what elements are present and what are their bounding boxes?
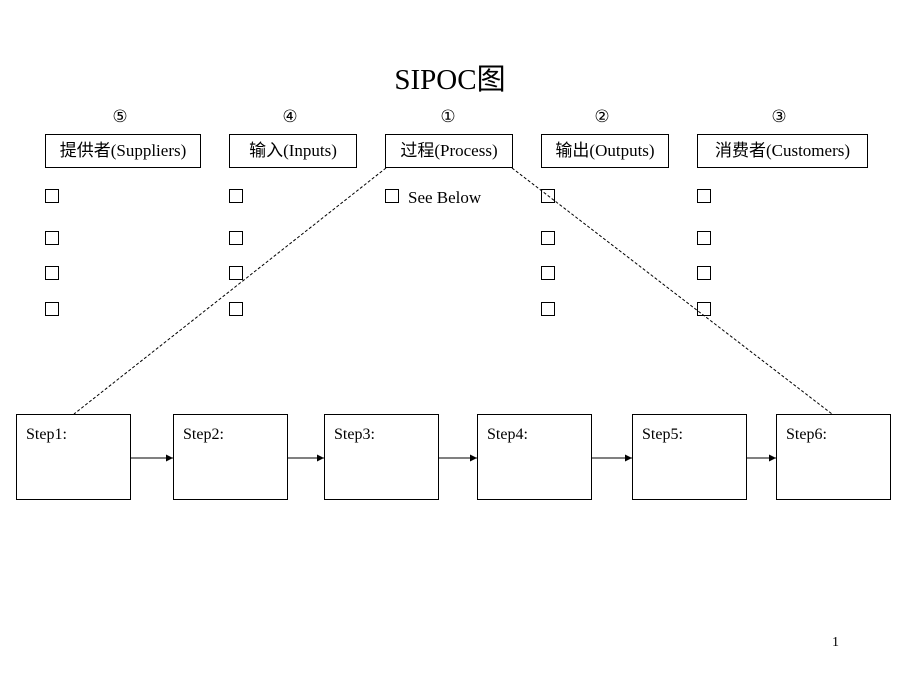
output-bullet-box bbox=[541, 231, 555, 245]
header-process: 过程(Process) bbox=[385, 134, 513, 168]
customer-bullet-box bbox=[697, 302, 711, 316]
input-bullet-box bbox=[229, 302, 243, 316]
order-number-inputs: ④ bbox=[282, 107, 298, 126]
step-box-3: Step3: bbox=[324, 414, 439, 500]
process-expansion-line-left bbox=[73, 167, 387, 415]
step-box-4: Step4: bbox=[477, 414, 592, 500]
output-bullet-box bbox=[541, 266, 555, 280]
page-number: 1 bbox=[832, 635, 839, 650]
order-number-customers: ③ bbox=[771, 107, 787, 126]
step-box-2: Step2: bbox=[173, 414, 288, 500]
header-customers: 消费者(Customers) bbox=[697, 134, 868, 168]
diagram-title: SIPOC图 bbox=[394, 64, 506, 96]
step-box-6: Step6: bbox=[776, 414, 891, 500]
step-box-1: Step1: bbox=[16, 414, 131, 500]
output-bullet-box bbox=[541, 302, 555, 316]
supplier-bullet-box bbox=[45, 302, 59, 316]
output-bullet-box bbox=[541, 189, 555, 203]
input-bullet-box bbox=[229, 266, 243, 280]
customer-bullet-box bbox=[697, 189, 711, 203]
supplier-bullet-box bbox=[45, 231, 59, 245]
input-bullet-box bbox=[229, 231, 243, 245]
header-suppliers: 提供者(Suppliers) bbox=[45, 134, 201, 168]
supplier-bullet-box bbox=[45, 266, 59, 280]
customer-bullet-box bbox=[697, 231, 711, 245]
customer-bullet-box bbox=[697, 266, 711, 280]
supplier-bullet-box bbox=[45, 189, 59, 203]
process-item-label: See Below bbox=[408, 188, 482, 207]
order-number-suppliers: ⑤ bbox=[112, 107, 128, 126]
header-outputs: 输出(Outputs) bbox=[541, 134, 669, 168]
step-box-5: Step5: bbox=[632, 414, 747, 500]
process-bullet-box bbox=[385, 189, 399, 203]
input-bullet-box bbox=[229, 189, 243, 203]
process-expansion-line-right bbox=[511, 167, 833, 415]
order-number-process: ① bbox=[440, 107, 456, 126]
order-number-outputs: ② bbox=[594, 107, 610, 126]
header-inputs: 输入(Inputs) bbox=[229, 134, 357, 168]
